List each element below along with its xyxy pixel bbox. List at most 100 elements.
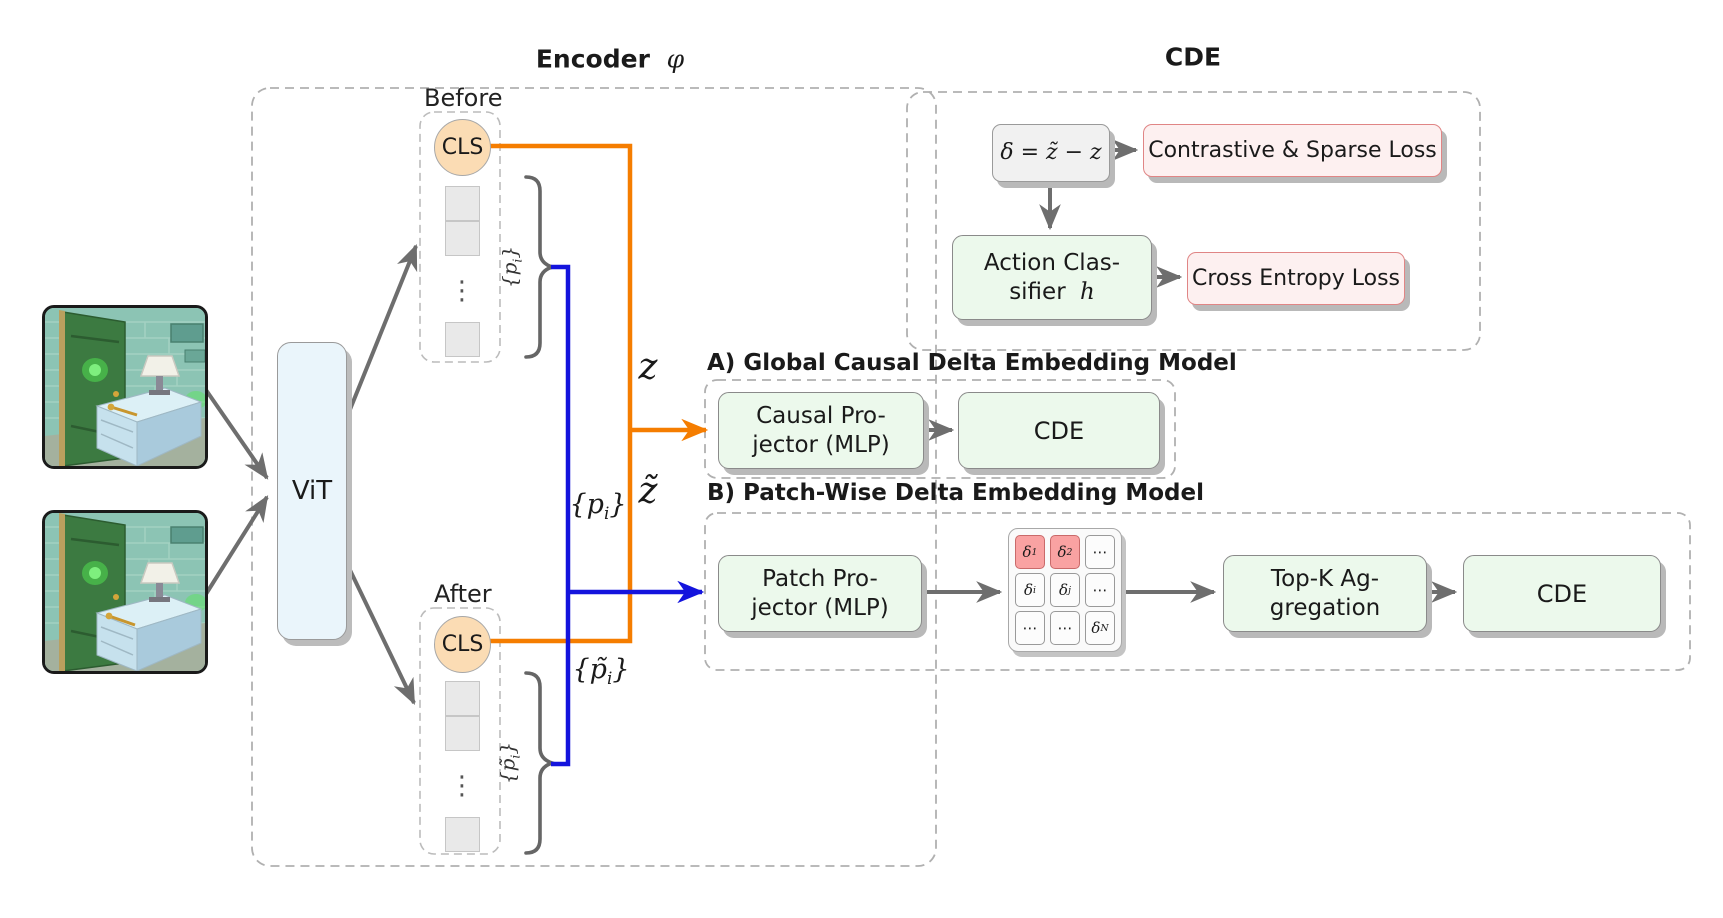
orange-cls-path bbox=[489, 143, 633, 644]
delta-cell-5-base: δ bbox=[1059, 581, 1069, 599]
delta-cell-6-base: ⋯ bbox=[1092, 581, 1108, 599]
encoder-dashed-box bbox=[251, 87, 937, 867]
action-classifier-line1: Action Clas- bbox=[983, 249, 1121, 276]
p-tilde-set-label: {p̃i} bbox=[572, 654, 629, 688]
delta-cell-dots: ⋯ bbox=[1015, 611, 1045, 645]
after-label: After bbox=[434, 580, 492, 608]
p-set-label: {pi} bbox=[569, 489, 626, 523]
after-brace-post: } bbox=[495, 741, 520, 755]
delta-cell-2-base: δ bbox=[1057, 543, 1067, 561]
p-set-sub: i bbox=[603, 503, 610, 524]
contrastive-sparse-loss-box: Contrastive & Sparse Loss bbox=[1143, 124, 1442, 177]
patch-projector-line2: jector (MLP) bbox=[751, 594, 889, 621]
after-patch-token bbox=[445, 817, 480, 852]
after-brace-sub: i bbox=[507, 754, 523, 759]
action-classifier-box: Action Clas- sifier h bbox=[952, 235, 1152, 320]
before-patch-token bbox=[445, 186, 480, 221]
before-scene-art bbox=[45, 308, 205, 466]
cde-box-global: CDE bbox=[958, 392, 1160, 469]
cde-box-global-label: CDE bbox=[1033, 416, 1085, 445]
delta-cell-9-base: δ bbox=[1091, 619, 1101, 637]
patch-projector-line1: Patch Pro- bbox=[762, 565, 878, 592]
causal-projector-line2: jector (MLP) bbox=[752, 431, 890, 458]
delta-cell-4-sub: i bbox=[1033, 584, 1036, 596]
before-cls-token: CLS bbox=[434, 119, 491, 176]
after-patch-ellipsis: ⋮ bbox=[449, 771, 475, 801]
z-label: z bbox=[638, 346, 658, 388]
causal-projector-box: Causal Pro- jector (MLP) bbox=[718, 392, 924, 469]
delta-cell-5-sub: j bbox=[1068, 584, 1071, 596]
after-patch-token bbox=[445, 681, 480, 716]
topk-line2: gregation bbox=[1269, 594, 1381, 621]
vit-encoder-box: ViT bbox=[277, 342, 347, 640]
before-patches-brace bbox=[524, 175, 558, 359]
p-set-pre: {p bbox=[569, 488, 604, 520]
arrow-vit-to-before bbox=[347, 243, 418, 413]
delta-cell-7-base: ⋯ bbox=[1022, 619, 1038, 637]
before-dashed-box bbox=[419, 111, 501, 363]
delta-cell-1-base: δ bbox=[1022, 543, 1032, 561]
section-a-dashed-box bbox=[704, 379, 1176, 479]
cde-section-title: CDE bbox=[1164, 42, 1222, 72]
delta-cell-dots: ⋯ bbox=[1085, 535, 1115, 569]
z-tilde-label: z̃ bbox=[638, 470, 658, 512]
after-cls-label: CLS bbox=[441, 632, 484, 657]
cde-box-patchwise: CDE bbox=[1463, 555, 1661, 632]
encoder-title: Encoder φ bbox=[536, 45, 684, 74]
after-cls-token: CLS bbox=[434, 616, 491, 673]
delta-cell-dots: ⋯ bbox=[1050, 611, 1080, 645]
before-brace-post: } bbox=[497, 245, 522, 259]
p-set-post: } bbox=[609, 488, 627, 520]
topk-aggregation-box: Top-K Ag- gregation bbox=[1223, 555, 1427, 632]
delta-cell-4-base: δ bbox=[1023, 581, 1034, 599]
contrastive-sparse-loss-label: Contrastive & Sparse Loss bbox=[1148, 137, 1437, 163]
delta-cell-8-base: ⋯ bbox=[1057, 619, 1073, 637]
before-patch-token bbox=[445, 322, 480, 357]
p-tilde-set-pre: {p̃ bbox=[572, 653, 607, 685]
cde-box-patchwise-label: CDE bbox=[1536, 579, 1588, 608]
delta-cell-3-base: ⋯ bbox=[1092, 543, 1108, 561]
before-brace-sub: i bbox=[509, 258, 525, 263]
before-brace-pre: {p bbox=[497, 262, 522, 289]
before-patch-token bbox=[445, 221, 480, 256]
encoder-title-word: Encoder bbox=[535, 44, 650, 74]
arrow-after-image-to-vit bbox=[204, 495, 269, 596]
p-tilde-set-post: } bbox=[612, 653, 630, 685]
encoder-phi-symbol: φ bbox=[666, 44, 685, 74]
section-b-dashed-box bbox=[704, 512, 1691, 671]
delta-cell-dots: ⋯ bbox=[1085, 573, 1115, 607]
cde-dashed-box bbox=[906, 91, 1481, 351]
before-scene-image bbox=[42, 305, 208, 469]
after-patches-brace bbox=[524, 671, 558, 855]
delta-formula: δ = z̃ − z bbox=[1000, 140, 1102, 166]
arrow-vit-to-after bbox=[347, 567, 416, 705]
after-brace-label: {p̃i} bbox=[496, 742, 523, 784]
topk-line1: Top-K Ag- bbox=[1270, 565, 1380, 592]
section-a-title: A) Global Causal Delta Embedding Model bbox=[707, 350, 1237, 376]
section-b-title: B) Patch-Wise Delta Embedding Model bbox=[707, 480, 1205, 506]
p-tilde-set-sub: i bbox=[606, 668, 613, 689]
after-scene-image bbox=[42, 510, 208, 674]
after-scene-art bbox=[45, 513, 205, 671]
before-brace-label: {pi} bbox=[498, 246, 525, 288]
delta-cell-1-sub: 1 bbox=[1031, 546, 1038, 558]
arrow-before-image-to-vit bbox=[204, 388, 269, 480]
before-label: Before bbox=[424, 84, 503, 112]
action-classifier-line2-text: sifier bbox=[1009, 278, 1066, 305]
delta-cell-2-sub: 2 bbox=[1066, 546, 1073, 558]
cross-entropy-loss-box: Cross Entropy Loss bbox=[1187, 252, 1405, 305]
after-brace-pre: {p̃ bbox=[495, 758, 520, 785]
before-cls-label: CLS bbox=[441, 135, 484, 160]
after-dashed-box bbox=[419, 607, 501, 855]
after-patch-token bbox=[445, 716, 480, 751]
action-classifier-h-symbol: h bbox=[1079, 278, 1095, 305]
before-patch-ellipsis: ⋮ bbox=[449, 276, 475, 306]
